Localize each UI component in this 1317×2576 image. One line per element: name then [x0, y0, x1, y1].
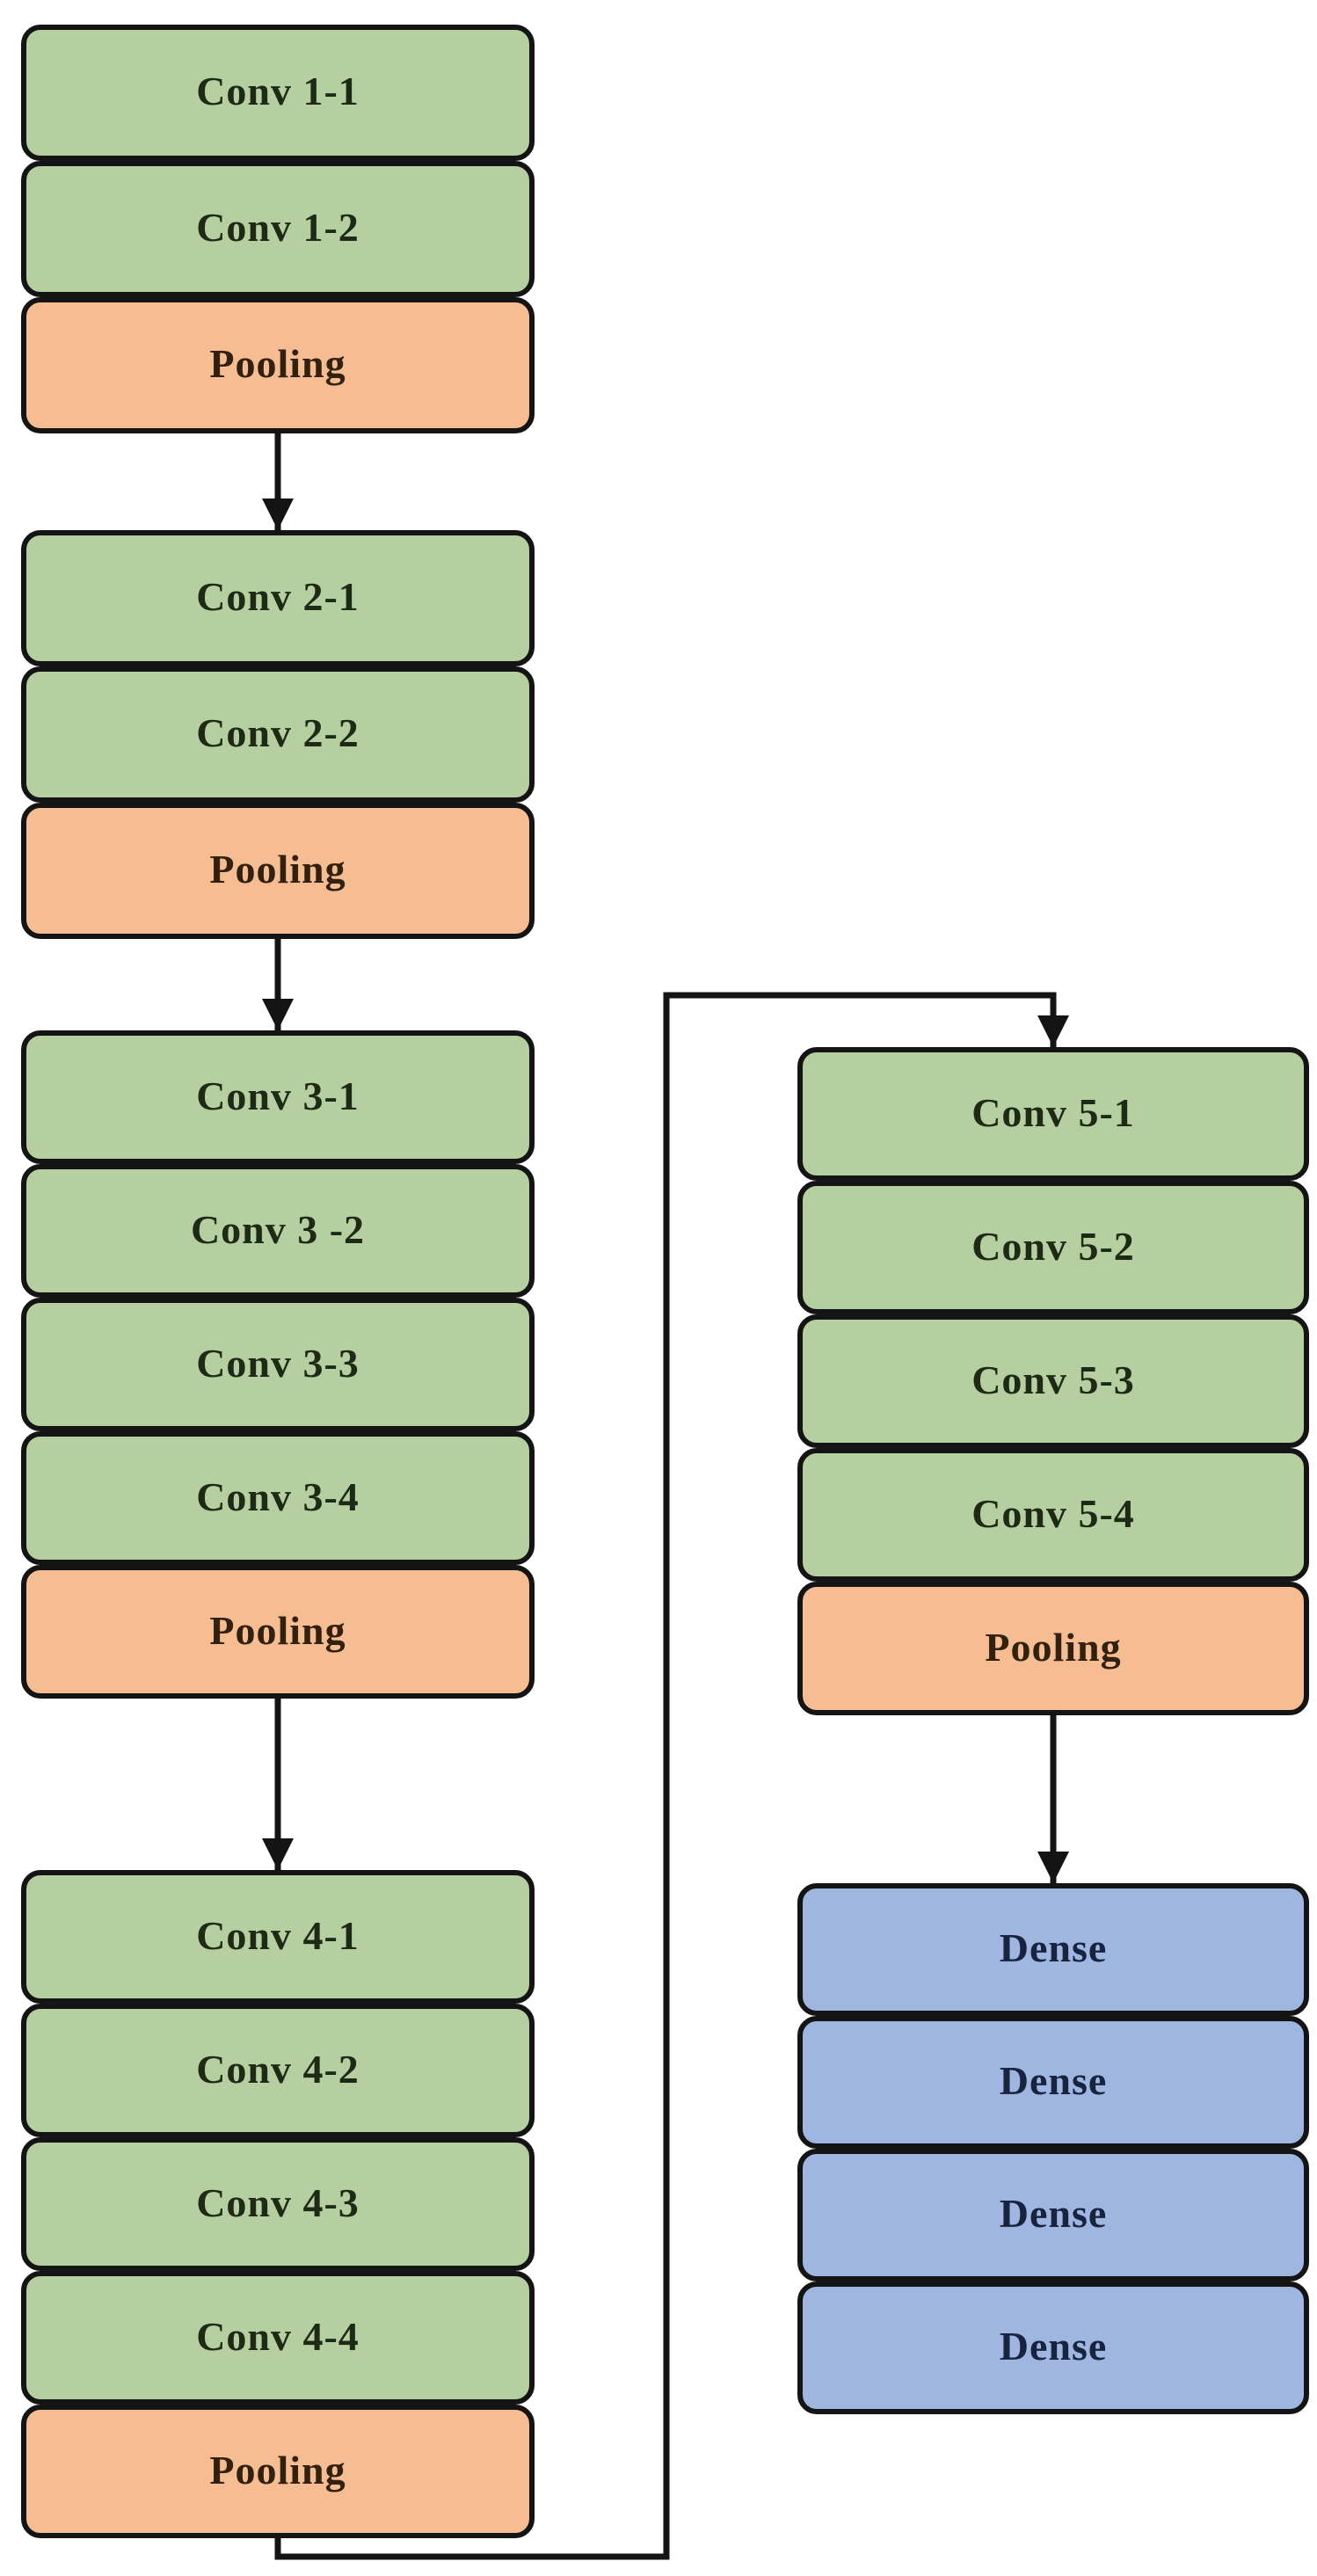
node-label: Conv 2-2 — [196, 710, 360, 755]
node-label: Conv 5-3 — [971, 1357, 1135, 1402]
node-conv-3-2-b3: Conv 3 -2 — [21, 1164, 535, 1298]
node-conv-1-2-b1: Conv 1-2 — [21, 161, 535, 297]
node-label: Pooling — [985, 1624, 1122, 1670]
arrowhead-icon — [262, 1838, 294, 1870]
node-label: Conv 5-1 — [971, 1089, 1135, 1135]
node-label: Conv 3-4 — [196, 1474, 360, 1519]
node-conv-4-2-b4: Conv 4-2 — [21, 2004, 535, 2137]
node-dense-b6: Dense — [797, 2016, 1309, 2149]
node-conv-1-1-b1: Conv 1-1 — [21, 25, 535, 161]
node-label: Conv 4-2 — [196, 2046, 360, 2092]
node-conv-4-1-b4: Conv 4-1 — [21, 1870, 535, 2004]
node-pooling-b4: Pooling — [21, 2405, 535, 2538]
arrow-pool2-to-block3 — [262, 935, 294, 1030]
node-conv-5-2-b5: Conv 5-2 — [797, 1181, 1309, 1314]
arrowhead-icon — [1037, 1015, 1069, 1047]
node-conv-3-1-b3: Conv 3-1 — [21, 1030, 535, 1164]
node-conv-2-2-b2: Conv 2-2 — [21, 666, 535, 803]
node-conv-4-4-b4: Conv 4-4 — [21, 2271, 535, 2405]
node-conv-2-1-b2: Conv 2-1 — [21, 530, 535, 666]
arrow-pool3-to-block4 — [262, 1695, 294, 1870]
node-pooling-b2: Pooling — [21, 803, 535, 939]
node-label: Dense — [999, 2191, 1108, 2236]
node-label: Conv 3 -2 — [190, 1206, 366, 1252]
node-label: Pooling — [209, 341, 346, 386]
node-label: Pooling — [209, 1607, 346, 1653]
node-label: Conv 5-2 — [971, 1223, 1135, 1269]
node-label: Conv 4-4 — [196, 2313, 360, 2359]
node-conv-3-4-b3: Conv 3-4 — [21, 1431, 535, 1565]
node-label: Pooling — [209, 847, 346, 891]
node-conv-5-4-b5: Conv 5-4 — [797, 1448, 1309, 1582]
node-label: Dense — [999, 2058, 1108, 2103]
node-label: Dense — [999, 2324, 1108, 2369]
node-label: Pooling — [209, 2447, 346, 2492]
node-conv-5-3-b5: Conv 5-3 — [797, 1314, 1309, 1448]
arrow-pool5-to-dense — [1037, 1712, 1069, 1883]
node-label: Conv 2-1 — [196, 574, 360, 619]
node-label: Conv 4-1 — [196, 1912, 360, 1958]
node-conv-3-3-b3: Conv 3-3 — [21, 1298, 535, 1431]
node-conv-5-1-b5: Conv 5-1 — [797, 1047, 1309, 1181]
node-label: Conv 1-1 — [196, 69, 360, 113]
node-pooling-b1: Pooling — [21, 297, 535, 433]
node-label: Conv 3-1 — [196, 1073, 360, 1118]
node-dense-b6: Dense — [797, 2281, 1309, 2414]
node-pooling-b5: Pooling — [797, 1582, 1309, 1715]
arrowhead-icon — [262, 999, 294, 1030]
arrowhead-icon — [262, 498, 294, 530]
node-label: Conv 5-4 — [971, 1490, 1135, 1536]
node-label: Conv 3-3 — [196, 1340, 360, 1386]
node-label: Dense — [999, 1925, 1108, 1970]
node-dense-b6: Dense — [797, 1883, 1309, 2016]
arrowhead-icon — [1037, 1852, 1069, 1883]
node-conv-4-3-b4: Conv 4-3 — [21, 2137, 535, 2271]
node-label: Conv 4-3 — [196, 2179, 360, 2225]
node-dense-b6: Dense — [797, 2149, 1309, 2281]
arrow-pool1-to-block2 — [262, 430, 294, 530]
node-pooling-b3: Pooling — [21, 1565, 535, 1699]
node-label: Conv 1-2 — [196, 205, 360, 250]
